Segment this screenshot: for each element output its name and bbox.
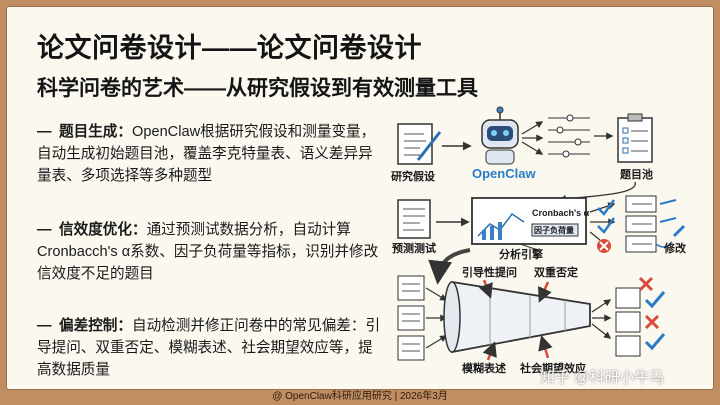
label-leading-question: 引导性提问 — [462, 265, 517, 279]
analysis-monitor-icon — [471, 197, 587, 251]
footer-credit: @ OpenClaw科研应用研究 | 2026年3月 — [272, 391, 448, 402]
hypothesis-document-icon — [397, 123, 442, 165]
label-modify: 修改 — [663, 241, 687, 255]
bullet-dash: — — [37, 124, 52, 140]
bullet-dash: — — [37, 318, 52, 334]
edit-pencil-icon — [672, 224, 686, 238]
label-analysis-engine: 分析引擎 — [499, 247, 543, 261]
bullet-heading: 题目生成： — [59, 124, 132, 140]
bullet-item-generation: — 题目生成：OpenClaw根据研究假设和测量变量，自动生成初始题目池，覆盖李克… — [37, 121, 382, 187]
checkmark-icon — [644, 333, 666, 351]
cross-icon — [644, 314, 660, 330]
label-item-pool: 题目池 — [620, 167, 653, 181]
bullet-heading: 信效度优化： — [59, 222, 147, 238]
label-vague-statement: 模糊表述 — [462, 361, 506, 375]
checkmark-icon — [597, 217, 616, 234]
bullet-text: 自动检测并修正问卷中的常见偏差：引导提问、双重否定、模糊表述、社会期望效应等，提… — [37, 318, 381, 378]
page-title: 论文问卷设计——论文问卷设计 — [37, 33, 422, 63]
pretest-document-icon — [397, 199, 431, 239]
page-subtitle: 科学问卷的艺术——从研究假设到有效测量工具 — [37, 77, 478, 100]
bullet-heading: 偏差控制： — [59, 318, 132, 334]
label-cronbach: Cronbach's α — [532, 208, 590, 218]
bullet-text: OpenClaw根据研究假设和测量变量，自动生成初始题目池，覆盖李克特量表、语义… — [37, 124, 376, 184]
item-pool-clipboard-icon — [617, 113, 653, 163]
label-research-hypothesis: 研究假设 — [391, 169, 436, 183]
slide-paper — [6, 6, 714, 390]
questionnaire-stack-icon — [397, 275, 425, 361]
checklist-icon — [625, 195, 657, 253]
label-openclaw: OpenClaw — [472, 166, 536, 181]
label-factor-loading: 因子负荷量 — [534, 225, 574, 235]
label-pretest: 预测测试 — [392, 241, 436, 255]
bullet-bias-control: — 偏差控制：自动检测并修正问卷中的常见偏差：引导提问、双重否定、模糊表述、社会期… — [37, 315, 382, 381]
cross-icon — [638, 276, 654, 292]
checkmark-icon — [644, 291, 666, 309]
watermark: 知乎 @科研小牛马 — [540, 369, 665, 386]
checkmark-icon — [597, 199, 616, 216]
label-double-negative: 双重否定 — [534, 265, 578, 279]
bullet-text: 通过预测试数据分析，自动计算Cronbacch's α系数、因子负荷量等指标，识… — [37, 222, 379, 282]
bias-filter-funnel — [443, 280, 591, 354]
robot-icon — [481, 106, 519, 165]
reject-icon — [597, 239, 611, 253]
output-document-icon — [615, 287, 641, 357]
bullet-dash: — — [37, 222, 52, 238]
bullet-reliability-optimization: — 信效度优化：通过预测试数据分析，自动计算Cronbacch's α系数、因子负… — [37, 219, 382, 285]
label-social-desirability: 社会期望效应 — [519, 361, 586, 375]
question-options-icon — [548, 114, 590, 158]
